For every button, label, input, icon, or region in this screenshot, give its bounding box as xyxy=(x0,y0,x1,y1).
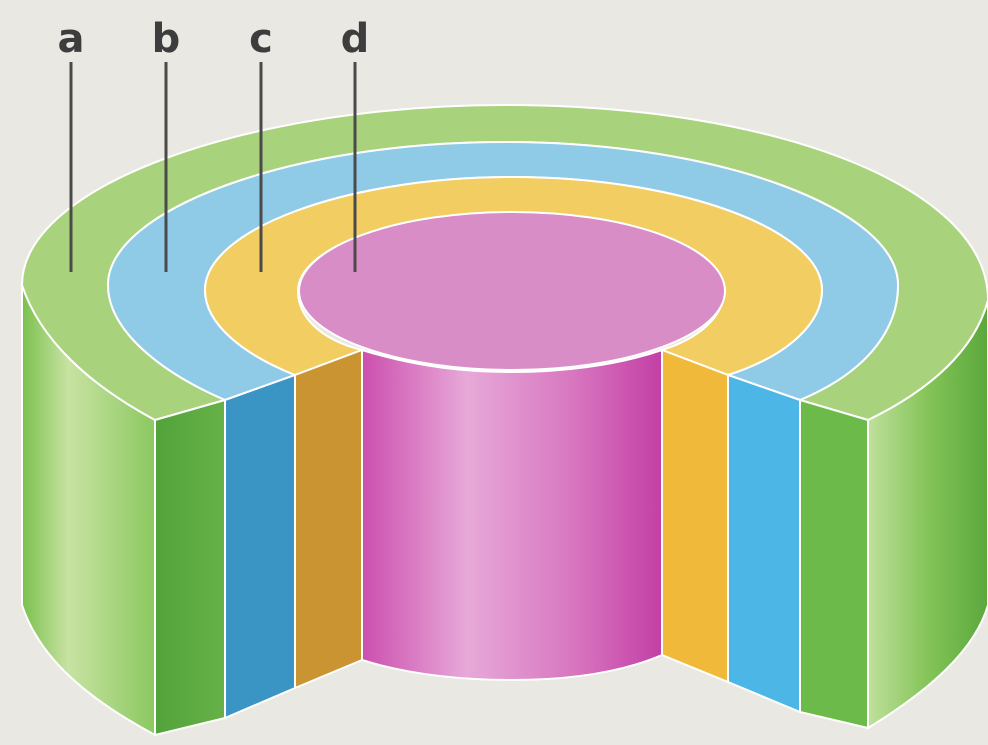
layer-d-top xyxy=(299,212,725,370)
layer-a-cut-face-left xyxy=(155,400,225,735)
layer-a-cut-face-right xyxy=(800,400,868,728)
label-c: c xyxy=(249,16,273,62)
layer-d-side xyxy=(362,350,662,680)
layer-b-cut-face-left xyxy=(225,375,295,718)
layer-c-cut-face-left xyxy=(295,350,362,688)
label-a: a xyxy=(58,16,85,62)
layer-c-cut-face-right xyxy=(662,350,728,682)
label-b: b xyxy=(152,16,181,62)
layer-b-cut-face-right xyxy=(728,375,800,712)
label-d: d xyxy=(341,16,370,62)
